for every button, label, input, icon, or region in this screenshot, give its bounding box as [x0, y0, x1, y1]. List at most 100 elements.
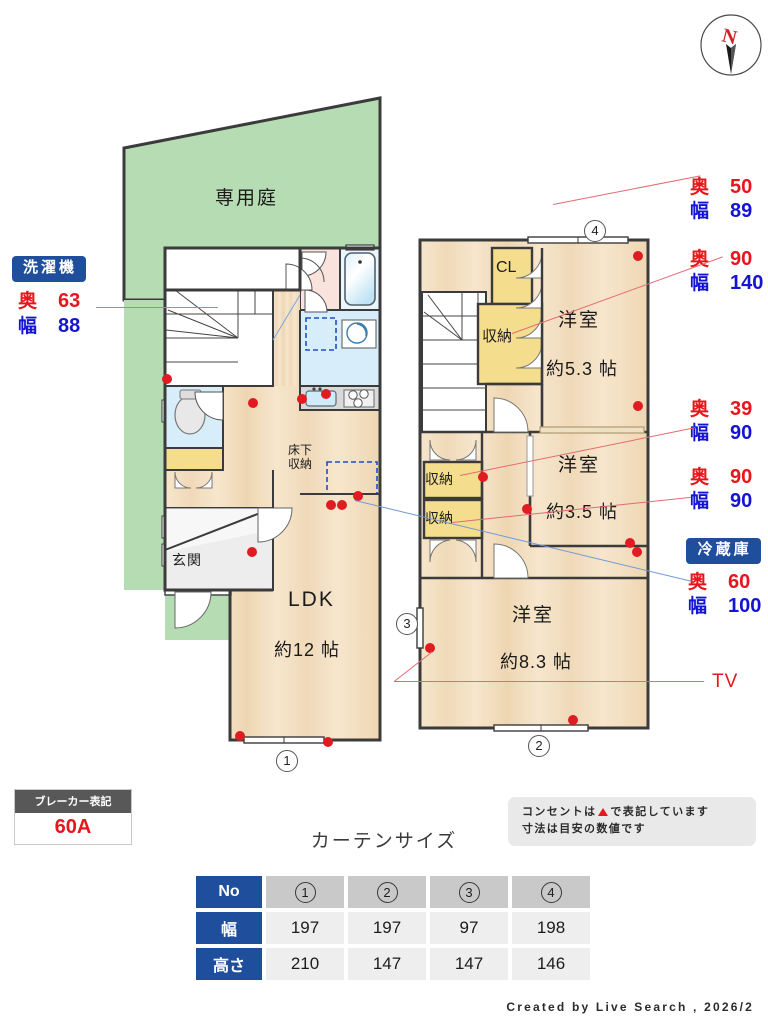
fridge-depth-label: 奥 — [688, 571, 708, 593]
floorplan-drawing — [122, 96, 650, 747]
window-marker-4: 4 — [584, 220, 606, 242]
storage3-width-row: 幅 90 — [690, 422, 752, 444]
storage-dim-callout-1: 奥 50 幅 89 — [690, 176, 752, 223]
storage4-width-value: 90 — [730, 490, 753, 513]
curtain-size-title: カーテンサイズ — [310, 831, 458, 852]
washer-depth-label: 奥 — [18, 290, 38, 312]
underfloor-storage-line2: 収納 — [288, 456, 313, 471]
storage4-depth-label: 奥 — [690, 467, 710, 488]
storage1-width-row: 幅 89 — [690, 200, 752, 222]
curtain-height-4: 146 — [512, 948, 590, 980]
washer-width-label: 幅 — [18, 315, 38, 337]
closet-label-upper: 収納 — [482, 328, 513, 345]
storage1-width-label: 幅 — [690, 201, 710, 223]
note-line1-after: で表記しています — [610, 806, 710, 818]
curtain-col-2-num: 2 — [376, 881, 398, 903]
fridge-width-row: 幅 100 — [686, 595, 761, 617]
bedroom2-label: 洋室 — [558, 455, 601, 476]
storage1-width-value: 89 — [730, 200, 753, 223]
washer-width-value: 88 — [58, 314, 81, 337]
curtain-col-1-num: 1 — [294, 881, 316, 903]
table-row-height: 高さ 210 147 147 146 — [196, 948, 590, 980]
storage-dim-callout-2: 奥 90 幅 140 — [690, 248, 763, 295]
note-line-1: コンセントは で表記しています — [522, 804, 746, 821]
ldk-size-label: 約12 帖 — [274, 640, 341, 660]
curtain-height-2: 147 — [348, 948, 426, 980]
closet-cl-label: CL — [496, 259, 517, 276]
tv-label: TV — [712, 671, 739, 692]
curtain-col-4-num: 4 — [540, 881, 562, 903]
compass-rose: N — [694, 8, 768, 82]
footer-credit: Created by Live Search , 2026/2 — [506, 1000, 754, 1014]
washer-width-row: 幅 88 — [12, 315, 86, 337]
window-marker-3: 3 — [396, 613, 418, 635]
storage2-width-row: 幅 140 — [690, 272, 763, 294]
storage-dim-callout-3: 奥 39 幅 90 — [690, 398, 752, 445]
curtain-height-1: 210 — [266, 948, 344, 980]
storage1-depth-row: 奥 50 — [690, 176, 752, 198]
curtain-col-1: 1 — [266, 876, 344, 908]
storage4-width-label: 幅 — [690, 491, 710, 513]
curtain-col-3-num: 3 — [458, 881, 480, 903]
washer-depth-row: 奥 63 — [12, 290, 86, 312]
storage1-depth-value: 50 — [730, 176, 753, 198]
breaker-title: ブレーカー表記 — [15, 790, 131, 813]
window-marker-1: 1 — [276, 750, 298, 772]
tv-leader-line — [394, 681, 704, 682]
curtain-width-1: 197 — [266, 912, 344, 944]
storage3-depth-row: 奥 39 — [690, 398, 752, 420]
curtain-col-4: 4 — [512, 876, 590, 908]
underfloor-storage-label: 床下 収納 — [288, 443, 313, 472]
washer-callout: 洗濯機 奥 63 幅 88 — [12, 256, 87, 337]
closet-label-mid1: 収納 — [425, 471, 453, 487]
curtain-col-3: 3 — [430, 876, 508, 908]
bedroom3-label: 洋室 — [512, 605, 555, 626]
curtain-height-3: 147 — [430, 948, 508, 980]
curtain-header-height: 高さ — [196, 948, 262, 980]
fridge-width-label: 幅 — [688, 595, 708, 617]
storage4-depth-value: 90 — [730, 466, 753, 488]
storage2-depth-row: 奥 90 — [690, 248, 763, 270]
window-marker-2: 2 — [528, 735, 550, 757]
outlet-triangle-icon — [598, 808, 609, 816]
table-row-width: 幅 197 197 97 198 — [196, 912, 590, 944]
storage3-depth-value: 39 — [730, 398, 753, 420]
table-row-no: No 1 2 3 4 — [196, 876, 590, 908]
storage4-width-row: 幅 90 — [690, 490, 752, 512]
storage2-depth-label: 奥 — [690, 249, 710, 270]
fridge-depth-row: 奥 60 — [686, 571, 761, 593]
washer-chip-label: 洗濯機 — [12, 256, 87, 282]
storage3-width-label: 幅 — [690, 423, 710, 445]
garden-label: 専用庭 — [215, 188, 279, 209]
storage3-width-value: 90 — [730, 422, 753, 445]
bedroom3-size-label: 約8.3 帖 — [500, 652, 573, 672]
curtain-size-table: No 1 2 3 4 幅 197 197 97 198 高さ 210 147 1… — [192, 872, 594, 984]
curtain-col-2: 2 — [348, 876, 426, 908]
storage2-width-label: 幅 — [690, 273, 710, 295]
storage3-depth-label: 奥 — [690, 399, 710, 420]
breaker-box: ブレーカー表記 60A — [14, 789, 132, 845]
underfloor-storage-line1: 床下 — [288, 443, 313, 457]
washer-leader-line — [96, 307, 218, 308]
note-line-2: 寸法は目安の数値です — [522, 823, 646, 836]
fridge-width-value: 100 — [728, 594, 762, 617]
curtain-width-4: 198 — [512, 912, 590, 944]
storage1-depth-label: 奥 — [690, 177, 710, 198]
fridge-depth-value: 60 — [728, 570, 751, 593]
storage4-depth-row: 奥 90 — [690, 466, 752, 488]
curtain-width-3: 97 — [430, 912, 508, 944]
breaker-value: 60A — [54, 816, 92, 838]
note-line1-before: コンセントは — [522, 806, 597, 818]
curtain-header-no: No — [196, 876, 262, 908]
entrance-label: 玄関 — [172, 552, 202, 568]
note-box: コンセントは で表記しています 寸法は目安の数値です — [508, 797, 756, 847]
storage2-depth-value: 90 — [730, 248, 753, 270]
bedroom1-size-label: 約5.3 帖 — [546, 359, 619, 379]
storage2-width-value: 140 — [730, 272, 764, 295]
ldk-label: LDK — [288, 588, 335, 611]
washer-depth-value: 63 — [58, 289, 81, 312]
curtain-width-2: 197 — [348, 912, 426, 944]
compass-north-label: N — [720, 25, 740, 50]
